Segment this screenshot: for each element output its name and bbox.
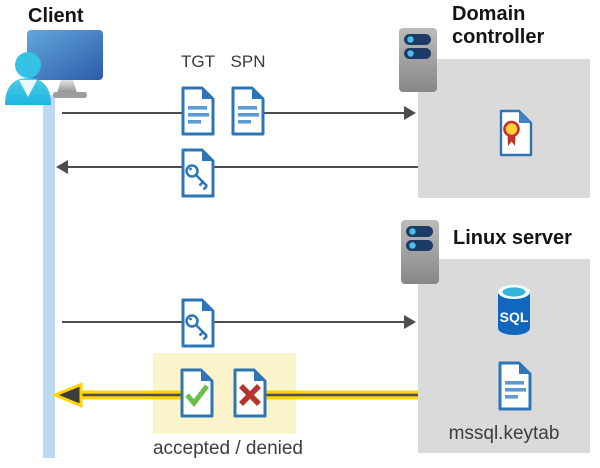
linux-server-icon xyxy=(401,220,439,284)
client-lifeline xyxy=(43,95,55,458)
cross-icon xyxy=(239,384,261,406)
spn-document-icon xyxy=(231,86,265,136)
tgt-document-icon xyxy=(181,86,215,136)
person-icon xyxy=(15,52,41,78)
tgt-label: TGT xyxy=(181,52,215,71)
accepted-document-icon xyxy=(180,368,214,418)
key-document-icon xyxy=(181,148,215,198)
linux-server-title: Linux server xyxy=(453,227,572,249)
spn-label: SPN xyxy=(230,52,266,71)
sql-database-icon: SQL xyxy=(498,285,530,335)
certificate-icon xyxy=(499,109,533,157)
accepted-denied-label: accepted / denied xyxy=(152,438,303,459)
sql-badge-text: SQL xyxy=(500,309,529,325)
domain-controller-title: Domain controller xyxy=(452,3,545,48)
arrow-client-to-linux-line xyxy=(62,321,408,323)
client-title: Client xyxy=(28,5,84,27)
arrow-dc-to-client-head xyxy=(56,160,68,174)
denied-document-icon xyxy=(233,368,267,418)
arrow-client-to-dc-line xyxy=(62,112,195,114)
arrow-client-to-linux-head xyxy=(404,315,416,329)
key-document-icon xyxy=(181,298,215,348)
arrow-linux-to-client-yellow xyxy=(50,382,418,408)
check-icon xyxy=(185,384,209,407)
arrow-linux-to-client-head xyxy=(50,382,83,408)
keytab-filename-label: mssql.keytab xyxy=(448,423,560,444)
keytab-document-icon xyxy=(498,361,532,411)
monitor-icon xyxy=(27,30,103,80)
arrow-dc-to-client-line xyxy=(62,166,418,168)
arrow-client-to-dc-line xyxy=(250,112,410,114)
dc-server-icon xyxy=(399,28,437,92)
arrow-client-to-dc-head xyxy=(404,106,416,120)
client-workstation-icon xyxy=(5,30,103,105)
